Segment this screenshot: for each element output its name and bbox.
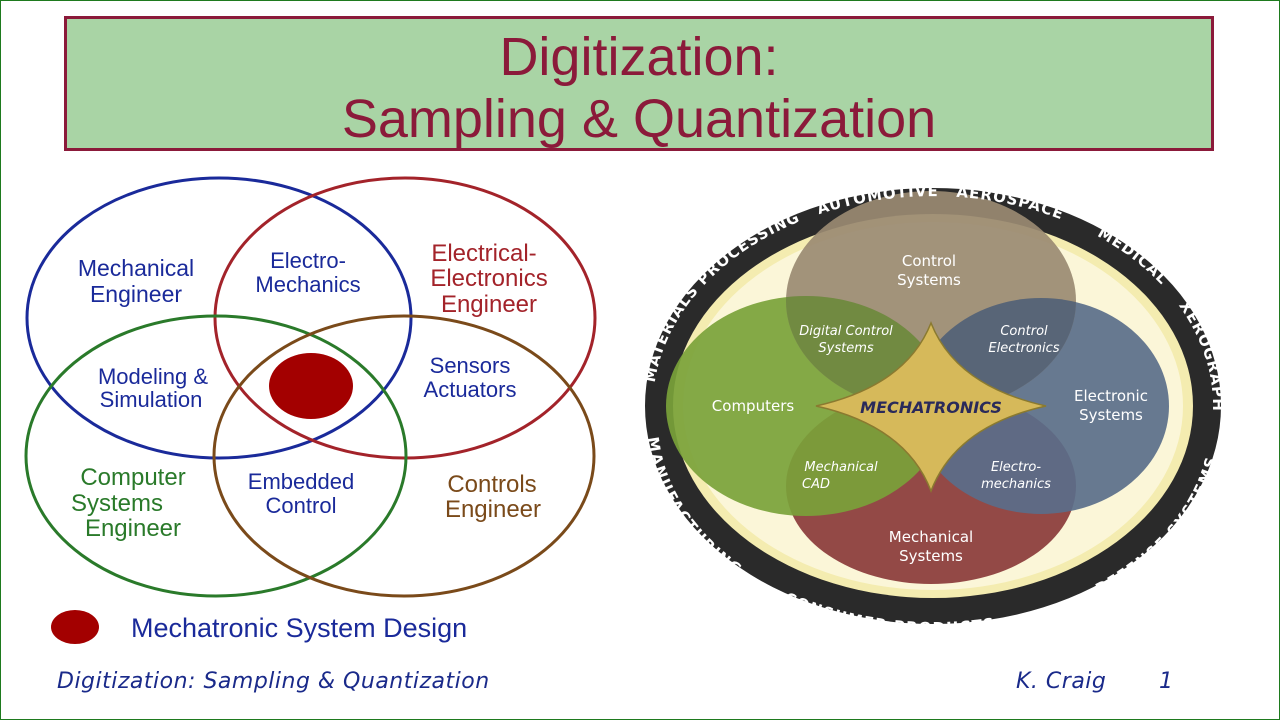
venn-computer-3: Engineer [85, 515, 181, 542]
mechanical-circle [25, 176, 413, 460]
mech-electro-mechanics-2: mechanics [981, 477, 1051, 492]
title-banner: Digitization: Sampling & Quantization [64, 16, 1214, 151]
venn-sensors-2: Actuators [424, 377, 517, 402]
legend-label: Mechatronic System Design [131, 613, 468, 643]
title-line-1: Digitization: [499, 27, 779, 87]
mech-mechanical-systems-2: Systems [899, 547, 963, 565]
mechatronics-center [815, 320, 1047, 494]
computer-circle [24, 314, 408, 598]
mech-electronic-systems-1: Electronic [1074, 387, 1148, 405]
title-line-2: Sampling & Quantization [341, 89, 937, 149]
mech-digital-control-1: Digital Control [799, 324, 893, 339]
mech-computers: Computers [712, 397, 795, 415]
venn-embedded-1: Embedded [248, 469, 354, 494]
venn-electro-mech-2: Mechanics [255, 272, 360, 297]
mech-digital-control-2: Systems [818, 341, 873, 356]
venn-electrical-3: Engineer [441, 291, 537, 318]
mech-center-label: MECHATRONICS [860, 398, 1002, 417]
venn-electrical-1: Electrical- [431, 240, 536, 267]
venn-modeling-2: Simulation [100, 387, 203, 412]
mech-control-electronics-2: Electronics [988, 341, 1059, 356]
controls-circle [212, 314, 596, 598]
footer-left: Digitization: Sampling & Quantization [57, 669, 490, 694]
mech-electro-mechanics-1: Electro- [991, 460, 1041, 475]
venn-sensors-1: Sensors [430, 353, 511, 378]
venn-computer-1: Computer [80, 464, 185, 491]
venn-controls-1: Controls [447, 471, 536, 498]
mech-control-systems-2: Systems [897, 271, 961, 289]
venn-mechanical-2: Engineer [90, 281, 182, 307]
venn-computer-2: Systems [71, 490, 163, 517]
mech-electronic-systems-2: Systems [1079, 406, 1143, 424]
mech-mechanical-cad-2: CAD [802, 477, 830, 492]
mechatronic-center-dot [269, 353, 353, 419]
venn-electrical-2: Electronics [430, 265, 547, 292]
venn-controls-2: Engineer [445, 496, 541, 523]
legend-dot [51, 610, 99, 644]
mech-control-electronics-1: Control [1000, 324, 1048, 339]
footer-page-number: 1 [1159, 669, 1174, 694]
mech-mechanical-systems-1: Mechanical [889, 528, 973, 546]
venn-modeling-1: Modeling & [98, 364, 208, 389]
venn-mechanical-1: Mechanical [78, 255, 194, 281]
venn-electro-mech-1: Electro- [270, 248, 346, 273]
mech-mechanical-cad-1: Mechanical [804, 460, 878, 475]
footer-author: K. Craig [1016, 669, 1107, 694]
venn-embedded-2: Control [266, 493, 337, 518]
mech-control-systems-1: Control [902, 252, 956, 270]
